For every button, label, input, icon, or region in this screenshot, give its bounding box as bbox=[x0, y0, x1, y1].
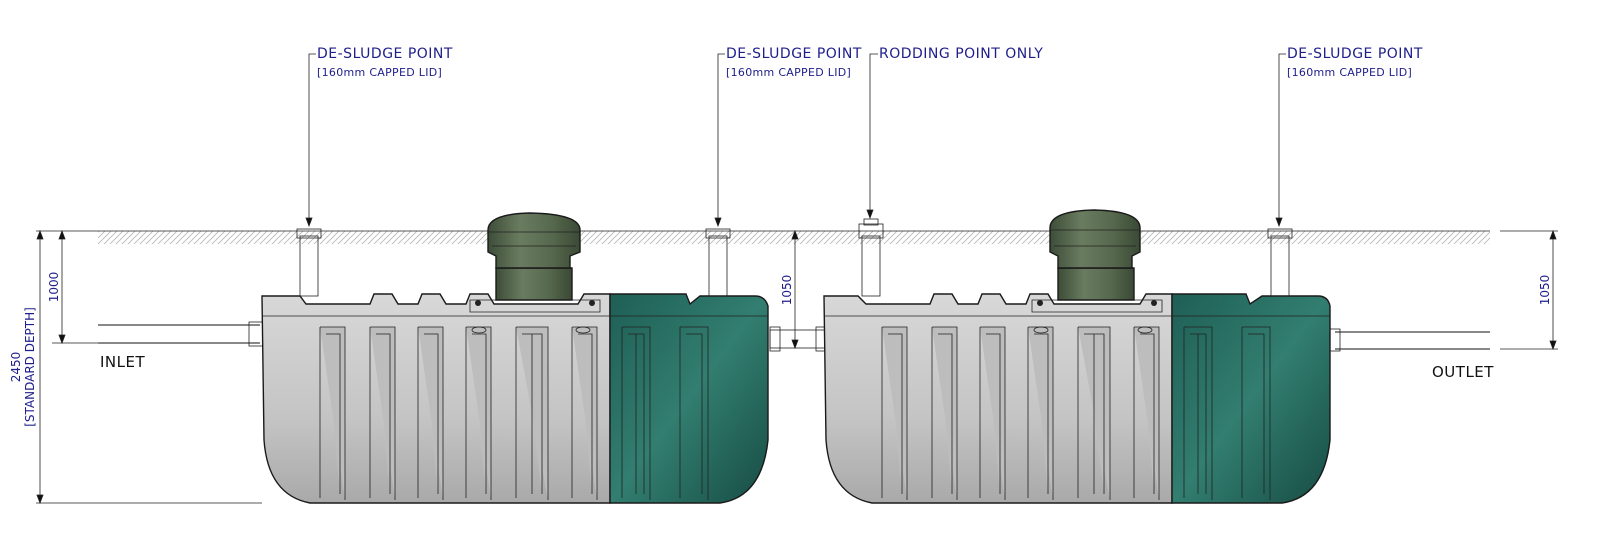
mid-depth-value: 1050 bbox=[780, 275, 794, 306]
outlet-pipe bbox=[1325, 328, 1490, 352]
total-depth-note: [STANDARD DEPTH] bbox=[23, 307, 37, 427]
desludge-label-1: DE-SLUDGE POINT bbox=[317, 46, 453, 62]
tank-1 bbox=[261, 212, 769, 504]
desludge-shaft-2 bbox=[705, 228, 731, 297]
inlet-depth-dimension bbox=[52, 229, 100, 345]
connecting-pipe bbox=[769, 326, 827, 352]
turret-2 bbox=[1031, 209, 1163, 313]
total-depth-value: 2450 bbox=[9, 352, 23, 383]
desludge-sub-2: [160mm CAPPED LID] bbox=[726, 66, 851, 79]
mid-depth-dimension bbox=[791, 229, 799, 350]
desludge-shaft-3 bbox=[1267, 228, 1293, 297]
desludge-label-2: DE-SLUDGE POINT bbox=[726, 46, 862, 62]
inlet-depth-value: 1000 bbox=[47, 272, 61, 303]
turret-1 bbox=[469, 212, 601, 313]
outlet-label: OUTLET bbox=[1432, 363, 1494, 381]
desludge-label-3: DE-SLUDGE POINT bbox=[1287, 46, 1423, 62]
inlet-pipe bbox=[98, 321, 264, 347]
rodding-shaft bbox=[858, 218, 884, 297]
inlet-label: INLET bbox=[100, 353, 145, 371]
tank-2 bbox=[823, 209, 1331, 504]
desludge-sub-1: [160mm CAPPED LID] bbox=[317, 66, 442, 79]
rodding-label: RODDING POINT ONLY bbox=[879, 46, 1043, 62]
desludge-shaft-1 bbox=[296, 228, 322, 297]
outlet-depth-dimension bbox=[1500, 229, 1558, 351]
total-depth-dimension bbox=[36, 229, 262, 505]
outlet-depth-value: 1050 bbox=[1538, 275, 1552, 306]
callout-leaders bbox=[305, 53, 1286, 228]
desludge-sub-3: [160mm CAPPED LID] bbox=[1287, 66, 1412, 79]
